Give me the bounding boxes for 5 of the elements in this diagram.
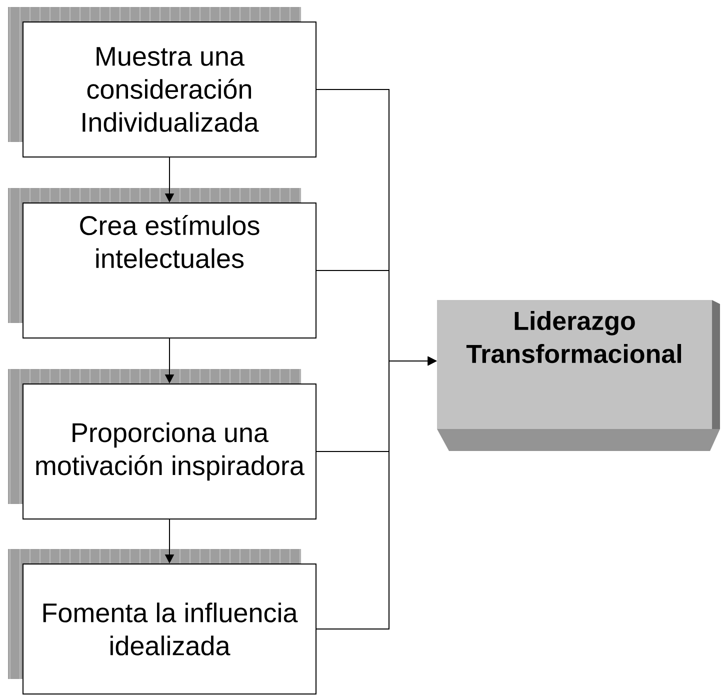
process-box: Proporciona una motivación inspiradora (22, 384, 316, 520)
process-box: Liderazgo Transformacional (437, 300, 720, 451)
process-box: Crea estímulos intelectuales (22, 202, 316, 338)
process-box: Muestra una consideración Individualizada (22, 22, 316, 158)
process-box: Fomenta la influencia idealizada (22, 564, 316, 694)
